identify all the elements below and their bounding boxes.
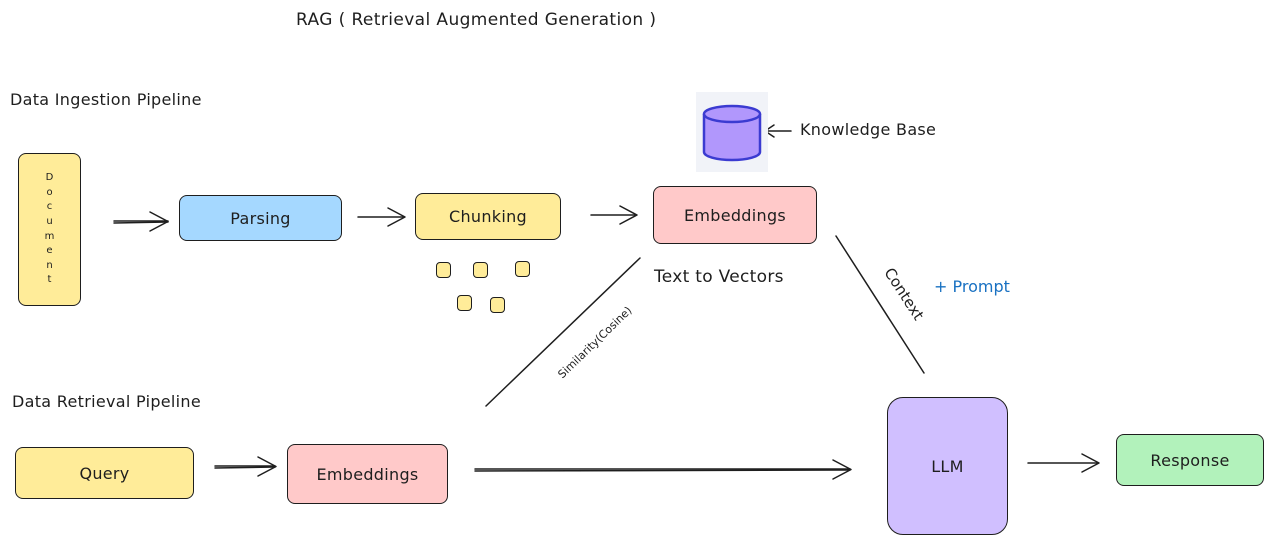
retrieval-embeddings-node: Embeddings (287, 444, 448, 504)
llm-label: LLM (931, 456, 964, 476)
diagram-title: RAG ( Retrieval Augmented Generation ) (296, 10, 657, 30)
similarity-line (485, 257, 641, 407)
arrow-query-to-embeddings (214, 456, 277, 477)
arrow-llm-to-response (1027, 453, 1100, 473)
arrow-parsing-to-chunking (357, 207, 406, 227)
llm-node: LLM (887, 397, 1008, 535)
query-label: Query (79, 463, 130, 483)
arrow-to-knowledge-base (764, 124, 792, 138)
parsing-node: Parsing (179, 195, 342, 241)
arrow-document-to-parsing (113, 211, 169, 232)
document-letter: c (46, 201, 53, 213)
ingestion-embeddings-node: Embeddings (653, 186, 817, 244)
chunk-piece (490, 297, 505, 313)
document-letter: D (45, 172, 54, 184)
chunk-piece (515, 261, 530, 277)
document-letter: n (46, 259, 53, 271)
database-icon (696, 92, 768, 172)
document-node: D o c u m e n t (18, 153, 81, 306)
chunking-label: Chunking (448, 207, 527, 226)
response-label: Response (1150, 450, 1230, 470)
context-line (835, 235, 925, 374)
ingestion-embeddings-label: Embeddings (683, 205, 787, 225)
query-node: Query (15, 447, 194, 499)
chunk-piece (457, 295, 472, 311)
document-letter: t (47, 274, 52, 286)
document-letter: e (46, 245, 53, 257)
arrow-chunking-to-embeddings (590, 205, 638, 225)
prompt-label: + Prompt (934, 277, 1010, 296)
knowledge-base-label: Knowledge Base (800, 120, 937, 139)
document-letter: m (44, 230, 55, 242)
document-letter: o (46, 186, 53, 198)
chunk-piece (436, 262, 451, 278)
chunking-node: Chunking (415, 193, 561, 240)
retrieval-section-label: Data Retrieval Pipeline (12, 392, 201, 411)
ingestion-section-label: Data Ingestion Pipeline (10, 90, 202, 109)
response-node: Response (1116, 434, 1264, 486)
document-letter: u (46, 215, 53, 227)
parsing-label: Parsing (230, 208, 291, 228)
chunk-piece (473, 262, 488, 278)
arrow-embeddings-to-llm (474, 459, 852, 480)
retrieval-embeddings-label: Embeddings (316, 464, 419, 484)
text-to-vectors-label: Text to Vectors (654, 267, 784, 287)
